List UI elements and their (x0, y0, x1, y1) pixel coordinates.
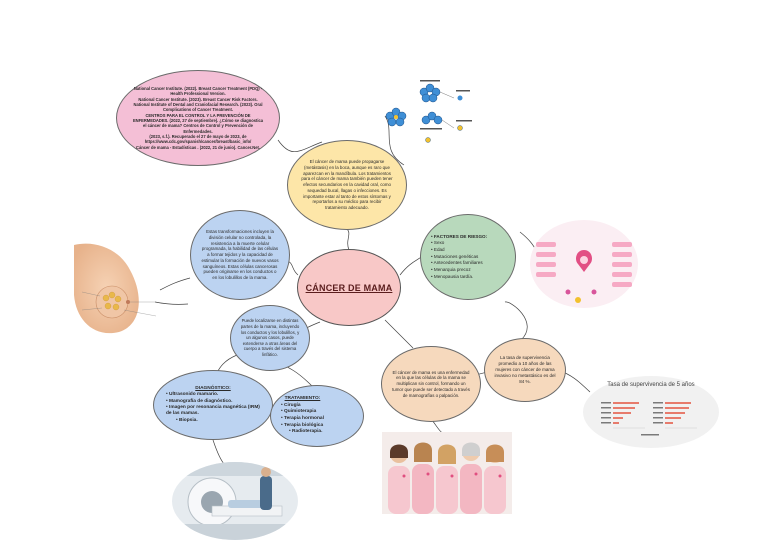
risk-factor-item: • Menopausia tardía. (431, 274, 487, 281)
risk-factor-item: • Sexo (431, 240, 487, 247)
risk-factor-item: • Edad (431, 247, 487, 254)
risk-factor-item: • Antecedentes familiares (431, 260, 487, 267)
definition-text: El cáncer de mama es una enfermedad en l… (392, 370, 470, 399)
treatment-node: TRATAMIENTO: • Cirugía • Quimioterapia •… (270, 385, 364, 447)
treatment-title: TRATAMIENTO: (281, 396, 324, 403)
treatment-item: • Quimioterapia (281, 409, 324, 416)
women-group-photo (382, 432, 512, 514)
diagnosis-list: DIAGNÓSTICO: • Ultrasonido mamario. • Ma… (166, 386, 260, 425)
references-text: National Cancer Institute. (2022). Breas… (131, 86, 265, 150)
survival-chart-title: Tasa de supervivencia de 5 años (583, 382, 719, 388)
cell-division-illustration (376, 78, 496, 150)
survival-rate-chart: Tasa de supervivencia de 5 años (583, 376, 719, 448)
diagnosis-item: • Imagen por resonancia magnética (IRM) … (166, 405, 260, 418)
oral-side-effects-node: El cáncer de mama puede propagarse (metá… (287, 140, 407, 230)
survival-rate-text: La tasa de supervivencia promedio a 10 a… (493, 355, 557, 384)
breast-anatomy-illustration (64, 240, 174, 340)
risk-factor-item: • Mutaciones genéticas (431, 254, 487, 261)
treatment-item: • Terapia hormonal (281, 416, 324, 423)
location-spread-node: Puede localizarse en distintas partes de… (230, 305, 310, 371)
central-topic-title: CÁNCER DE MAMA (306, 283, 393, 293)
treatment-list: TRATAMIENTO: • Cirugía • Quimioterapia •… (281, 396, 324, 436)
risk-factor-item: • Menarquia precoz (431, 267, 487, 274)
diagnosis-node: DIAGNÓSTICO: • Ultrasonido mamario. • Ma… (153, 370, 273, 440)
risk-factors-title: • FACTORES DE RIESGO: (431, 234, 487, 241)
risk-factors-node: • FACTORES DE RIESGO: • Sexo • Edad • Mu… (420, 214, 516, 300)
central-topic-node: CÁNCER DE MAMA (297, 249, 401, 326)
references-node: National Cancer Institute. (2022). Breas… (116, 70, 280, 166)
oral-side-effects-text: El cáncer de mama puede propagarse (metá… (301, 159, 393, 210)
location-spread-text: Puede localizarse en distintas partes de… (239, 318, 301, 357)
risk-factors-list: • FACTORES DE RIESGO: • Sexo • Edad • Mu… (431, 234, 487, 281)
risk-factors-illustration (530, 220, 638, 308)
survival-chart-bars (601, 398, 701, 440)
cell-transformations-text: Estas transformaciones incluyen la divis… (201, 229, 279, 280)
treatment-item: • Radioterapia. (281, 429, 324, 436)
diagnosis-item: • Biopsia. (166, 418, 260, 424)
cell-transformations-node: Estas transformaciones incluyen la divis… (190, 210, 290, 300)
definition-node: El cáncer de mama es una enfermedad en l… (381, 346, 481, 422)
mri-scanner-photo (172, 462, 298, 540)
survival-rate-node: La tasa de supervivencia promedio a 10 a… (484, 338, 566, 402)
